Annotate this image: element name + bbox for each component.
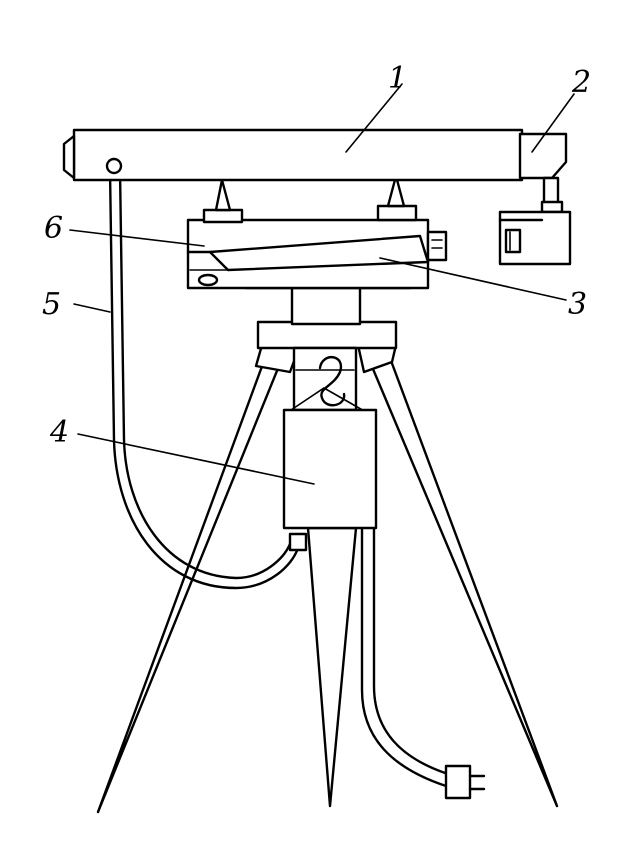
support-right-pad <box>376 204 418 222</box>
power-cord-inner <box>372 526 450 776</box>
prism-stem <box>542 176 560 206</box>
support-left <box>214 178 232 212</box>
leader-2 <box>531 93 575 153</box>
tripod-leg-right <box>363 348 559 808</box>
bubble-level <box>197 273 219 287</box>
power-cord-outer <box>360 526 448 788</box>
label-4: 4 <box>49 415 69 450</box>
telescope-tube <box>72 128 524 182</box>
leader-5 <box>73 303 111 313</box>
tripod-head-plate <box>256 320 398 350</box>
leader-4 <box>77 433 315 485</box>
hook <box>318 356 346 407</box>
base-unit <box>186 174 448 326</box>
base-wedge-groove <box>208 234 430 272</box>
label-5: 5 <box>42 287 61 322</box>
cables <box>108 168 486 800</box>
leader-6 <box>69 229 205 247</box>
telescope <box>62 128 524 182</box>
support-left-pad <box>202 208 244 224</box>
label-3: 3 <box>568 287 587 322</box>
cable-connector <box>288 532 308 552</box>
power-plug <box>444 764 472 800</box>
tripod-leg-left <box>96 348 285 814</box>
label-1: 1 <box>388 61 407 96</box>
adjust-knob <box>426 230 448 262</box>
telescope-objective <box>62 134 76 180</box>
label-2: 2 <box>571 65 591 100</box>
tripod-leg-center <box>306 526 358 808</box>
leader-1 <box>345 83 403 153</box>
power-unit-box <box>282 408 378 530</box>
part-labels: 1 2 3 4 5 6 <box>42 61 591 450</box>
prism-box <box>518 132 568 180</box>
base-column <box>290 282 362 326</box>
support-right <box>386 174 406 208</box>
cable-5-outer <box>108 168 300 590</box>
label-6: 6 <box>44 211 63 246</box>
leader-lines <box>69 83 575 485</box>
cable-5-inner <box>118 168 292 580</box>
cable-joint <box>105 157 123 175</box>
eyepiece-assembly <box>498 132 572 266</box>
tripod <box>96 320 559 814</box>
eyepiece-window <box>504 228 522 254</box>
base-body <box>186 218 430 290</box>
leader-3 <box>379 257 567 301</box>
prism-cap <box>540 200 564 214</box>
hook-hanger <box>287 387 367 413</box>
